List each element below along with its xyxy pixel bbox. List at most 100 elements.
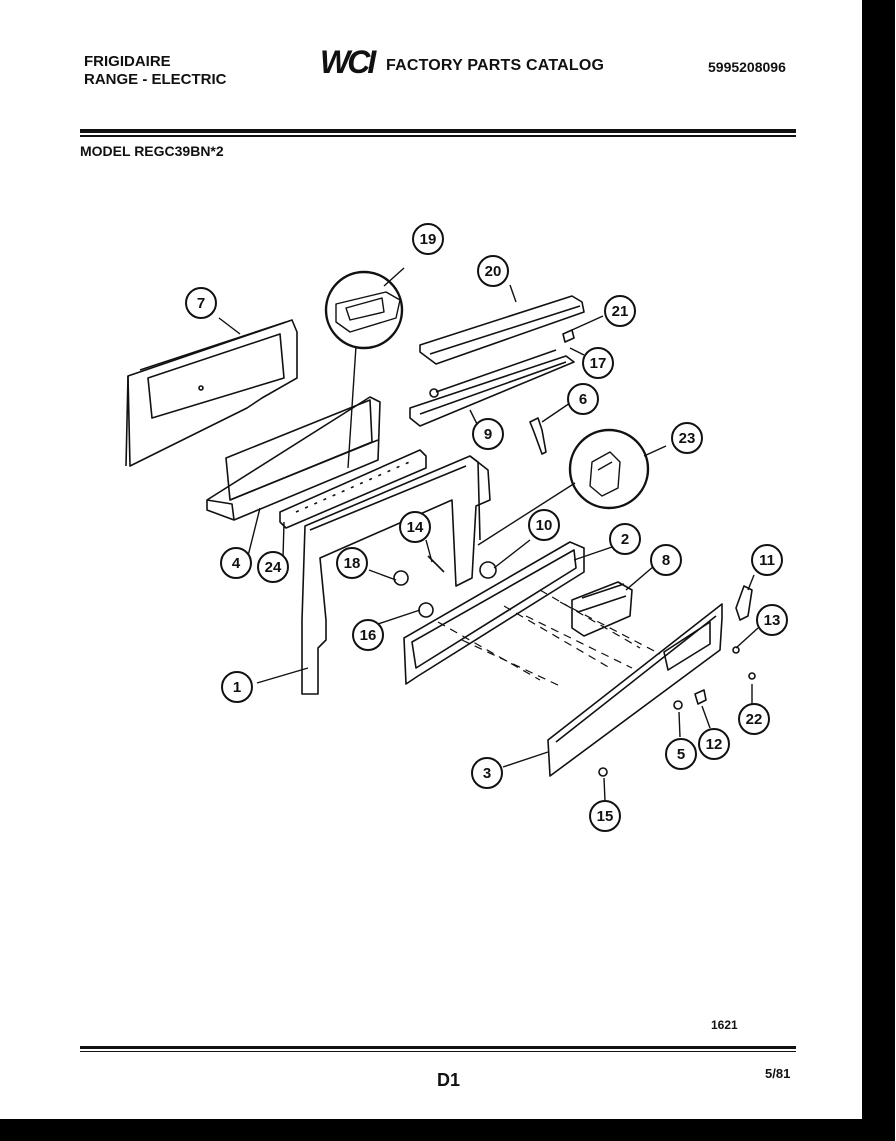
product-type: RANGE - ELECTRIC	[84, 71, 227, 88]
callout-number: 9	[484, 426, 492, 443]
callout-circle	[472, 418, 504, 450]
callout-circle	[399, 511, 431, 543]
part-top-trim	[206, 396, 381, 521]
footer-rule-thick	[80, 1046, 796, 1049]
callout-number: 15	[597, 808, 614, 825]
callout-number: 7	[197, 295, 205, 312]
callout-circle	[751, 544, 783, 576]
catalog-number: 5995208096	[708, 59, 786, 75]
callout-number: 4	[232, 555, 241, 572]
callout-8: 8	[650, 544, 682, 576]
callout-number: 14	[407, 519, 424, 536]
brand-block: FRIGIDAIRE RANGE - ELECTRIC	[84, 53, 227, 89]
callout-number: 23	[679, 430, 696, 447]
callout-21: 21	[604, 295, 636, 327]
part-clip	[562, 329, 575, 343]
callout-number: 21	[612, 303, 629, 320]
callout-circle	[609, 523, 641, 555]
figure-code: 1621	[711, 1018, 738, 1032]
callout-number: 18	[344, 555, 361, 572]
inset-circles	[324, 270, 650, 510]
inset-23-part	[589, 451, 621, 497]
part-perforated-strip	[279, 449, 427, 529]
callout-circle	[604, 295, 636, 327]
footer-rule-thin	[80, 1051, 796, 1052]
callout-18: 18	[336, 547, 368, 579]
callout-circle	[528, 509, 560, 541]
part-bracket	[529, 417, 547, 455]
callout-circle	[412, 223, 444, 255]
callout-circle	[185, 287, 217, 319]
callout-22: 22	[738, 703, 770, 735]
callout-20: 20	[477, 255, 509, 287]
callout-number: 16	[360, 627, 377, 644]
callout-number: 24	[265, 559, 282, 576]
callout-number: 19	[420, 231, 437, 248]
callout-10: 10	[528, 509, 560, 541]
model-label: MODEL REGC39BN*2	[80, 143, 224, 159]
header-rule-thin	[80, 135, 796, 137]
wci-logo: WCI	[320, 44, 380, 78]
callout-circle	[738, 703, 770, 735]
callout-number: 10	[536, 517, 553, 534]
callout-15: 15	[589, 800, 621, 832]
callout-9: 9	[472, 418, 504, 450]
callout-number: 2	[621, 531, 629, 548]
callout-11: 11	[751, 544, 783, 576]
callout-number: 20	[485, 263, 502, 280]
callout-number: 6	[579, 391, 587, 408]
part-top-cap	[419, 295, 585, 365]
page-code: D1	[437, 1070, 461, 1090]
callout-number: 5	[677, 746, 685, 763]
callout-circle	[352, 619, 384, 651]
callout-6: 6	[567, 383, 599, 415]
part-control-panel	[403, 541, 585, 685]
callout-circle	[477, 255, 509, 287]
callout-number: 11	[759, 552, 775, 569]
callout-19: 19	[412, 223, 444, 255]
callout-number: 3	[483, 765, 491, 782]
callout-1: 1	[221, 671, 253, 703]
callout-circle	[257, 551, 289, 583]
callout-circle	[650, 544, 682, 576]
callout-2: 2	[609, 523, 641, 555]
callout-number: 1	[233, 679, 241, 696]
header-rule-thick	[80, 129, 796, 133]
leader-lines	[218, 267, 759, 802]
callout-number: 8	[662, 552, 670, 569]
logo-text: WCI	[320, 44, 377, 78]
callout-circle	[336, 547, 368, 579]
callout-circle	[589, 800, 621, 832]
callout-circle	[582, 347, 614, 379]
callout-12: 12	[698, 728, 730, 760]
callout-circle	[756, 604, 788, 636]
part-switch-block	[571, 581, 633, 637]
callout-number: 13	[764, 612, 781, 629]
brand-name: FRIGIDAIRE	[84, 53, 171, 70]
callout-circle	[698, 728, 730, 760]
callout-14: 14	[399, 511, 431, 543]
callout-circle	[567, 383, 599, 415]
inset-19-part	[335, 291, 401, 333]
revision-date: 5/81	[765, 1066, 791, 1081]
part-rail-channel	[409, 349, 575, 427]
callout-number: 12	[706, 736, 723, 753]
callout-3: 3	[471, 757, 503, 789]
callout-circle	[665, 738, 697, 770]
callout-23: 23	[671, 422, 703, 454]
callout-circle	[221, 671, 253, 703]
callout-circle	[671, 422, 703, 454]
part-front-trim	[547, 603, 723, 777]
alignment-lines	[437, 589, 661, 687]
part-back-panel	[125, 319, 298, 467]
callout-24: 24	[257, 551, 289, 583]
callout-number: 22	[746, 711, 763, 728]
callout-17: 17	[582, 347, 614, 379]
callout-number: 17	[590, 355, 607, 372]
callout-circle	[471, 757, 503, 789]
callout-circle	[220, 547, 252, 579]
callout-16: 16	[352, 619, 384, 651]
